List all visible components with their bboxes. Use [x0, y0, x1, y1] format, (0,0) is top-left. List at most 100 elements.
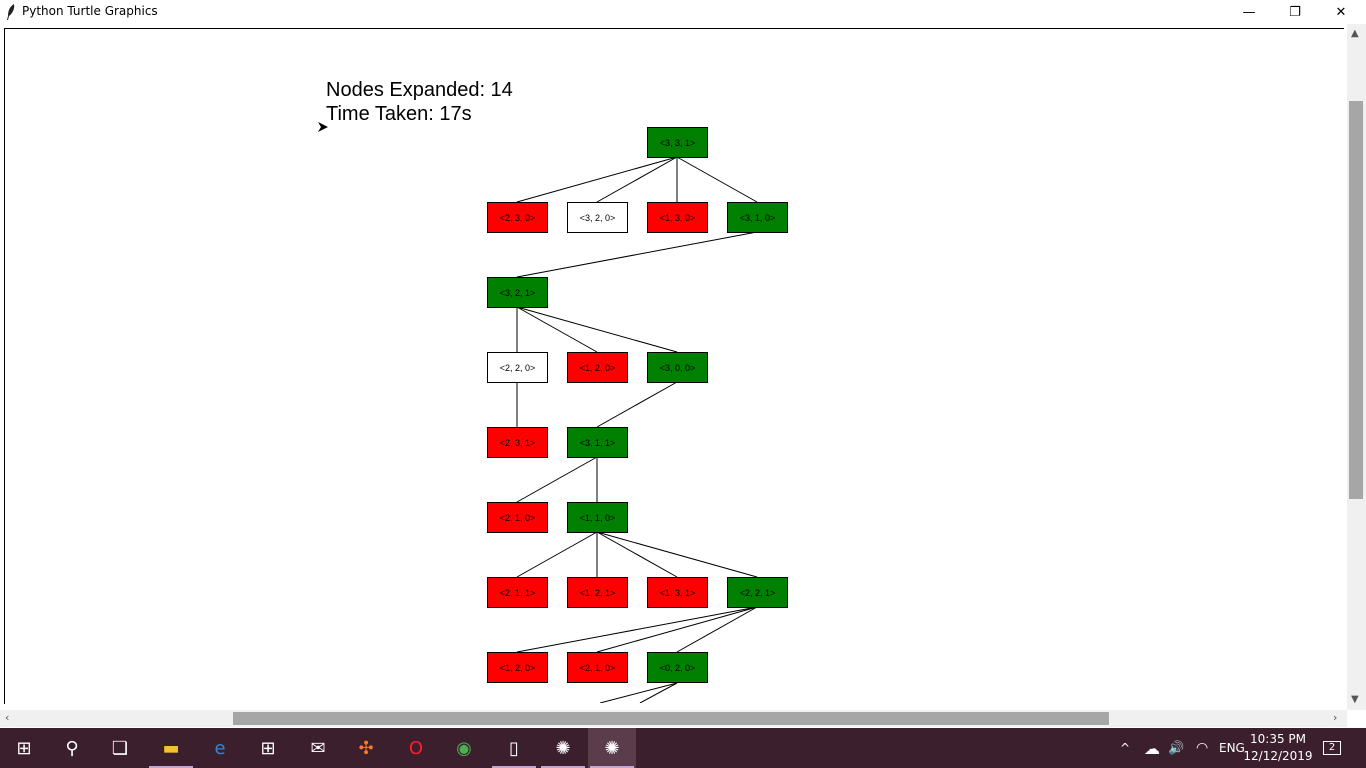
vertical-scrollbar[interactable]: ▲ ▼: [1347, 24, 1366, 710]
tree-node-box: [647, 652, 708, 683]
tree-node: <3, 0, 0>: [647, 352, 708, 383]
opera-icon[interactable]: O: [408, 737, 424, 759]
tree-edge: [676, 156, 758, 203]
tree-node: <0, 2, 0>: [647, 652, 708, 683]
close-button[interactable]: ✕: [1335, 4, 1347, 20]
clock-time: 10:35 PM: [1250, 732, 1306, 746]
file-icon[interactable]: ▯: [490, 728, 538, 768]
nodes-expanded-label: Nodes Expanded: 14: [326, 79, 513, 101]
tree-node-label: <1, 2, 0>: [500, 663, 536, 673]
tree-node-label: <2, 3, 0>: [500, 213, 536, 223]
xampp-icon[interactable]: ✣: [358, 737, 374, 759]
tree-node-box: [487, 652, 548, 683]
tree-node-label: <2, 3, 1>: [500, 438, 536, 448]
tree-node-box: [647, 202, 708, 233]
tree-node-label: <1, 2, 0>: [580, 363, 616, 373]
search-icon[interactable]: ⚲: [65, 737, 79, 759]
tree-node: <3, 2, 0>: [567, 202, 628, 233]
language-indicator[interactable]: ENG: [1219, 741, 1245, 755]
tree-edge: [516, 156, 678, 203]
onedrive-icon[interactable]: ☁: [1144, 738, 1160, 758]
store-icon[interactable]: ⊞: [260, 737, 276, 759]
tree-node-box: [487, 502, 548, 533]
tree-node-label: <0, 2, 0>: [660, 663, 696, 673]
tree-node: <1, 2, 0>: [487, 652, 548, 683]
title-bar: Python Turtle Graphics — ❐ ✕: [0, 0, 1366, 24]
tree-node: <2, 1, 0>: [567, 652, 628, 683]
python-turtle-icon[interactable]: ✺: [539, 728, 587, 768]
tree-node-label: <3, 1, 1>: [580, 438, 616, 448]
tree-node-box: [567, 352, 628, 383]
minimize-button[interactable]: —: [1242, 4, 1256, 20]
tree-edge: [596, 606, 758, 653]
search-tree: <3, 3, 1> <2, 3, 0> <3, 2, 0> <1, 3, 0> <3, …: [318, 122, 788, 703]
mail-icon[interactable]: ✉: [310, 737, 326, 759]
tree-node: <1, 3, 1>: [647, 577, 708, 608]
scroll-left-icon[interactable]: ‹: [5, 711, 10, 724]
tree-node-box: [487, 352, 548, 383]
tree-node-box: [727, 577, 788, 608]
tree-edge: [516, 306, 678, 353]
tree-node-box: [567, 577, 628, 608]
tree-node-label: <3, 1, 0>: [740, 213, 776, 223]
edge-icon[interactable]: e: [214, 737, 226, 759]
tree-node-label: <3, 0, 0>: [660, 363, 696, 373]
tree-node: <3, 3, 1>: [647, 127, 708, 158]
tree-node: <2, 1, 1>: [487, 577, 548, 608]
horizontal-scrollbar[interactable]: ‹ ›: [0, 710, 1347, 727]
time-taken-label: Time Taken: 17s: [326, 103, 472, 125]
tree-node-label: <2, 1, 1>: [500, 588, 536, 598]
network-icon[interactable]: ◠: [1196, 740, 1209, 756]
scroll-up-icon[interactable]: ▲: [1351, 28, 1359, 39]
start-icon[interactable]: ⊞: [16, 737, 32, 759]
feather-icon: [7, 4, 15, 20]
tree-node-label: <1, 1, 0>: [580, 513, 616, 523]
tree-node: <2, 1, 0>: [487, 502, 548, 533]
tree-node: <2, 2, 1>: [727, 577, 788, 608]
turtle-cursor-icon: [318, 122, 328, 132]
task-view-icon[interactable]: ❏: [111, 737, 129, 759]
tree-node-label: <3, 3, 1>: [660, 138, 696, 148]
tree-edge: [596, 531, 678, 578]
python-turtle-active-icon[interactable]: ✺: [588, 728, 636, 768]
tree-edge: [596, 156, 678, 203]
window-title: Python Turtle Graphics: [22, 4, 158, 18]
tree-node-label: <3, 2, 0>: [580, 213, 616, 223]
tree-node: <1, 2, 0>: [567, 352, 628, 383]
tree-node-box: [567, 502, 628, 533]
tree-node-label: <3, 2, 1>: [500, 288, 536, 298]
tree-node-label: <2, 2, 1>: [740, 588, 776, 598]
horizontal-scroll-thumb[interactable]: [233, 712, 1109, 725]
clock-date: 12/12/2019: [1243, 749, 1313, 763]
tree-node-box: [567, 652, 628, 683]
tree-edge: [639, 682, 678, 703]
notification-center-icon[interactable]: 2: [1323, 728, 1341, 768]
scroll-right-icon[interactable]: ›: [1333, 711, 1338, 724]
tree-node-label: <1, 3, 0>: [660, 213, 696, 223]
tree-node-label: <1, 3, 1>: [660, 588, 696, 598]
tray-chevron-icon[interactable]: ^: [1120, 741, 1131, 755]
tree-edge: [516, 606, 758, 653]
tree-node: <3, 1, 1>: [567, 427, 628, 458]
tree-node-box: [487, 427, 548, 458]
tree-node: <1, 2, 1>: [567, 577, 628, 608]
restore-button[interactable]: ❐: [1289, 4, 1301, 20]
tree-node-box: [647, 577, 708, 608]
tree-node: <3, 1, 0>: [727, 202, 788, 233]
tree-node-label: <2, 1, 0>: [580, 663, 616, 673]
tree-node: <3, 2, 1>: [487, 277, 548, 308]
tree-edge: [596, 381, 678, 428]
scroll-down-icon[interactable]: ▼: [1351, 694, 1359, 705]
tree-edge: [516, 231, 758, 278]
vertical-scroll-thumb[interactable]: [1349, 101, 1363, 499]
chrome-icon[interactable]: ◉: [456, 737, 472, 759]
file-explorer-icon[interactable]: ▬: [147, 728, 195, 768]
taskbar: ⊞⚲❏▬e⊞✉✣O◉▯✺✺ ^ ☁ 🔊 ◠ ENG 10:35 PM 12/12…: [0, 728, 1366, 768]
tree-node: <2, 3, 1>: [487, 427, 548, 458]
clock[interactable]: 10:35 PM 12/12/2019: [1242, 731, 1314, 765]
volume-icon[interactable]: 🔊: [1168, 740, 1185, 756]
tree-edge: [599, 682, 678, 703]
tree-node-box: [487, 577, 548, 608]
tree-node-label: <1, 2, 1>: [580, 588, 616, 598]
tree-edge: [516, 306, 598, 353]
